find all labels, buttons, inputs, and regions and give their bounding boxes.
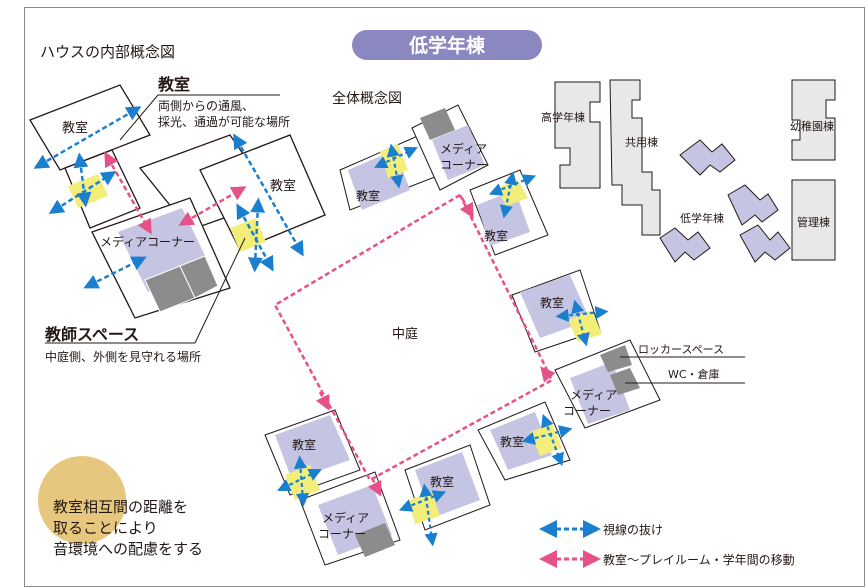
- overall-diagram-title: 全体概念図: [332, 90, 402, 107]
- wc-storage-label: WC・倉庫: [668, 367, 720, 381]
- legend-sightline-label: 視線の抜け: [603, 522, 663, 537]
- house-movement-arrows: [104, 151, 247, 235]
- courtyard-label: 中庭: [392, 326, 418, 342]
- campus-kindergarten: 幼稚園棟: [790, 119, 834, 133]
- right-classroom-a: 教室: [540, 295, 564, 310]
- courtyard-movement-loop: [273, 193, 556, 497]
- locker-space-label: ロッカースペース: [638, 343, 724, 356]
- top-media-2: コーナー: [440, 158, 488, 172]
- right-media-2: コーナー: [563, 404, 611, 418]
- bottom-media-2: コーナー: [318, 527, 366, 541]
- note-line-2: 取ることにより: [53, 519, 158, 537]
- title-pill: [352, 30, 542, 60]
- bottom-media-1: メディア: [322, 510, 369, 525]
- top-classroom-b: 教室: [484, 228, 508, 243]
- campus-admin: 管理棟: [797, 215, 830, 229]
- top-classroom-a: 教室: [356, 188, 380, 203]
- house-sightline-arrows: [33, 106, 304, 289]
- right-classroom-b: 教室: [500, 434, 524, 449]
- campus-plan: [554, 79, 836, 263]
- overall-sightline-arrows: [277, 143, 609, 547]
- note-line-1: 教室相互間の距離を: [53, 498, 188, 516]
- house-classroom-label-2: 教室: [270, 178, 296, 194]
- callout-teacher-desc: 中庭側、外側を見守れる場所: [45, 349, 201, 364]
- callout-teacher-title: 教師スペース: [45, 325, 139, 344]
- house-classroom-label-1: 教室: [62, 120, 88, 136]
- callout-classroom-desc-2: 採光、通過が可能な場所: [158, 114, 290, 129]
- note-line-3: 音環境への配慮をする: [53, 540, 203, 558]
- campus-shared: 共用棟: [625, 135, 658, 149]
- note-circle: [38, 456, 126, 544]
- page-title: 低学年棟: [408, 34, 486, 57]
- right-media-1: メディア: [570, 387, 617, 402]
- house-callout-lines: [45, 94, 280, 344]
- legend-movement-label: 教室～プレイルーム・学年間の移動: [603, 552, 795, 567]
- overall-plan-top: [339, 104, 549, 256]
- top-media-1: メディア: [440, 141, 487, 156]
- bottom-classroom-a: 教室: [292, 437, 316, 452]
- campus-upper-grade: 高学年棟: [541, 110, 585, 124]
- callout-classroom-title: 教室: [158, 75, 190, 94]
- campus-lower-grade: 低学年棟: [680, 211, 724, 225]
- house-diagram-title: ハウスの内部概念図: [40, 43, 175, 61]
- callout-classroom-desc-1: 両側からの通風、: [158, 99, 254, 113]
- house-media-corner-label: メディアコーナー: [100, 234, 195, 249]
- locker-callout-lines: [620, 356, 745, 384]
- bottom-classroom-b: 教室: [430, 474, 454, 489]
